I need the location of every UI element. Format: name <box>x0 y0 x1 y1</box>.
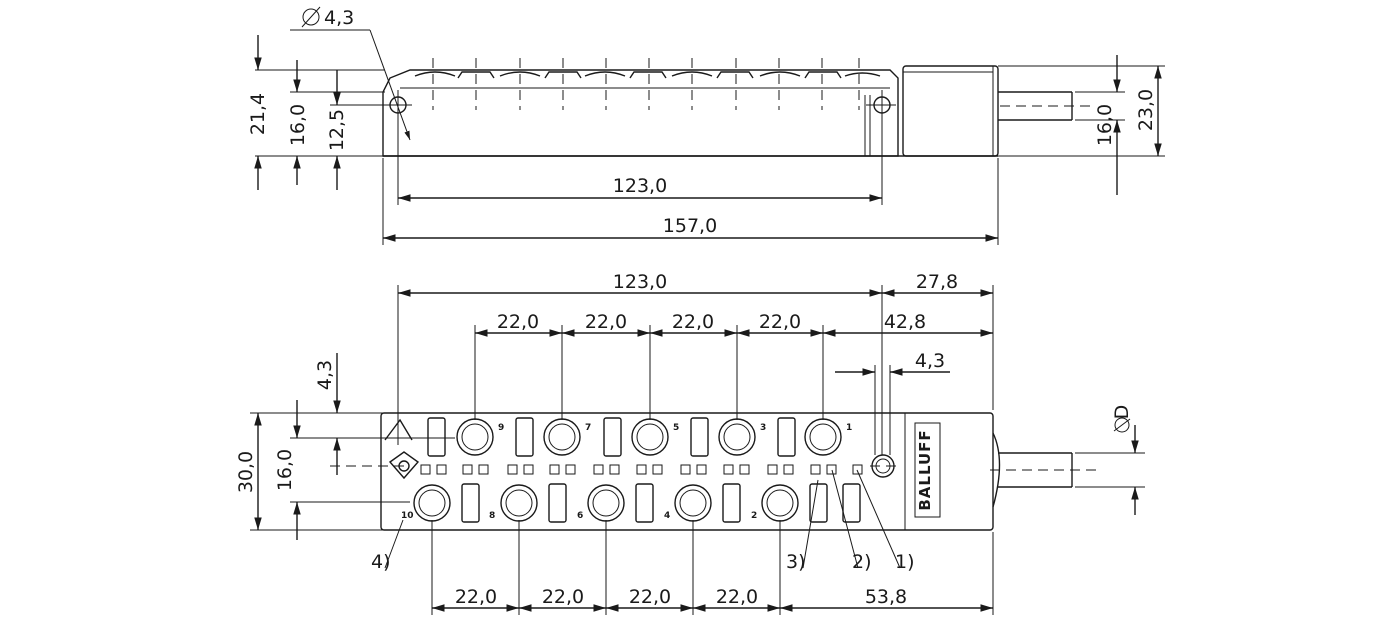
dim-16-front: 16,0 <box>274 449 296 491</box>
cable-socket <box>992 432 1001 508</box>
port-label-8: 8 <box>489 511 495 521</box>
top-connectors <box>456 418 842 456</box>
top-pitch-1: 22,0 <box>497 311 539 333</box>
side-centerlines <box>432 58 860 110</box>
bottom-pitch-1: 22,0 <box>455 586 497 608</box>
dim-4-3-vertical: 4,3 <box>314 360 336 390</box>
port-label-2: 2 <box>751 511 757 521</box>
front-view: BALLUFF <box>235 271 1145 615</box>
cable-diameter-label: D <box>1111 405 1133 420</box>
top-led-windows <box>427 417 796 457</box>
front-corner-notch <box>384 418 413 441</box>
bottom-pitch-3: 22,0 <box>629 586 671 608</box>
top-pitch-2: 22,0 <box>585 311 627 333</box>
bottom-pitch-4: 22,0 <box>716 586 758 608</box>
dim-cable-16: 16,0 <box>1094 104 1116 146</box>
front-body-outline <box>380 412 994 531</box>
dim-27-8: 27,8 <box>916 271 958 293</box>
dim-12-5: 12,5 <box>326 109 348 151</box>
port-label-1: 1 <box>846 423 852 433</box>
port-label-6: 6 <box>577 511 583 521</box>
top-pitch-4: 22,0 <box>759 311 801 333</box>
port-label-9: 9 <box>498 423 504 433</box>
callout-3: 3) <box>786 551 806 573</box>
port-label-4: 4 <box>664 511 670 521</box>
status-led-pairs <box>420 464 863 475</box>
dim-53-8: 53,8 <box>865 586 907 608</box>
bottom-led-windows <box>461 483 861 523</box>
callout-2: 2) <box>852 551 872 573</box>
side-cable-housing <box>902 65 999 157</box>
port-label-7: 7 <box>585 423 591 433</box>
dim-23: 23,0 <box>1135 89 1157 131</box>
port-label-5: 5 <box>673 423 679 433</box>
side-view: 21,4 16,0 12,5 4,3 16,0 23,0 123,0 157,0 <box>247 6 1165 245</box>
dim-16-0-left: 16,0 <box>287 104 309 146</box>
dim-21-4: 21,4 <box>247 93 269 135</box>
side-connector-bumps <box>400 71 890 89</box>
dim-123-front: 123,0 <box>613 271 667 293</box>
top-pitch-3: 22,0 <box>672 311 714 333</box>
port-label-3: 3 <box>760 423 766 433</box>
dim-42-8: 42,8 <box>884 311 926 333</box>
bottom-pitch-2: 22,0 <box>542 586 584 608</box>
hole-diameter-label: 4,3 <box>324 7 354 29</box>
dim-123-side: 123,0 <box>613 175 667 197</box>
dim-4-3-hole: 4,3 <box>915 350 945 372</box>
side-body-outline <box>382 69 899 157</box>
callout-1: 1) <box>895 551 915 573</box>
brand-label: BALLUFF <box>916 429 934 510</box>
dim-30: 30,0 <box>235 451 257 493</box>
dim-157: 157,0 <box>663 215 717 237</box>
port-label-10: 10 <box>401 511 414 521</box>
callout-4: 4) <box>371 551 391 573</box>
